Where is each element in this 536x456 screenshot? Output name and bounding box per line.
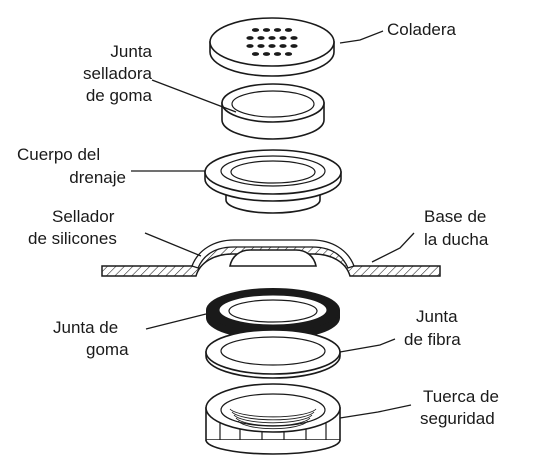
- svg-text:goma: goma: [86, 340, 129, 359]
- lock-nut-part: [205, 383, 341, 455]
- strainer-hole: [290, 36, 298, 40]
- svg-text:de goma: de goma: [86, 86, 153, 105]
- strainer-hole: [284, 28, 293, 32]
- leader-coladera: [339, 30, 384, 44]
- svg-text:Sellador: Sellador: [52, 207, 115, 226]
- strainer-hole: [279, 36, 287, 40]
- nut-threads: [229, 408, 317, 430]
- strainer-hole: [268, 44, 276, 48]
- label-junta-fibra: Junta de fibra: [404, 307, 461, 349]
- rubber-gasket-part: [206, 288, 340, 340]
- strainer-hole: [273, 52, 282, 56]
- strainer-hole: [246, 36, 254, 40]
- strainer-part: [209, 17, 335, 77]
- svg-text:Junta: Junta: [110, 42, 152, 61]
- svg-text:Cuerpo del: Cuerpo del: [17, 145, 100, 164]
- label-cuerpo-drenaje: Cuerpo del drenaje: [17, 145, 126, 187]
- nut-thread-line: [229, 408, 317, 418]
- strainer-hole: [284, 52, 293, 56]
- svg-text:la ducha: la ducha: [424, 230, 489, 249]
- leader-base-ducha: [371, 232, 415, 263]
- nut-thread-line: [237, 420, 309, 430]
- nut-thread-line: [231, 411, 315, 421]
- strainer-hole: [290, 44, 298, 48]
- strainer-hole: [262, 52, 271, 56]
- shower-base-part: [101, 239, 441, 277]
- fiber-gasket-part: [205, 329, 341, 379]
- leader-junta-goma: [145, 313, 207, 330]
- strainer-hole: [279, 44, 287, 48]
- svg-text:de silicones: de silicones: [28, 229, 117, 248]
- label-junta-selladora: Junta selladora de goma: [83, 42, 153, 105]
- drain-body-part: [204, 149, 342, 214]
- svg-text:Junta: Junta: [416, 307, 458, 326]
- nut-thread-line: [235, 417, 311, 427]
- label-junta-goma: Junta de goma: [53, 318, 129, 359]
- rubber-sealing-gasket-part: [221, 83, 325, 140]
- svg-text:Junta de: Junta de: [53, 318, 118, 337]
- strainer-hole: [268, 36, 276, 40]
- strainer-hole: [262, 28, 271, 32]
- label-tuerca: Tuerca de seguridad: [420, 387, 499, 428]
- svg-text:seguridad: seguridad: [420, 409, 495, 428]
- label-sellador: Sellador de silicones: [28, 207, 117, 248]
- strainer-hole: [251, 52, 260, 56]
- label-coladera: Coladera: [387, 20, 457, 39]
- strainer-hole: [257, 44, 265, 48]
- strainer-hole: [273, 28, 282, 32]
- label-base-ducha: Base de la ducha: [424, 207, 489, 249]
- svg-text:Base de: Base de: [424, 207, 486, 226]
- strainer-hole: [257, 36, 265, 40]
- strainer-holes: [246, 28, 298, 56]
- leader-junta-selladora: [151, 79, 237, 113]
- leader-tuerca: [339, 404, 412, 419]
- svg-text:de fibra: de fibra: [404, 330, 461, 349]
- leader-junta-fibra: [339, 338, 396, 353]
- strainer-hole: [251, 28, 260, 32]
- strainer-hole: [246, 44, 254, 48]
- svg-text:selladora: selladora: [83, 64, 153, 83]
- svg-text:drenaje: drenaje: [69, 168, 126, 187]
- nut-thread-line: [233, 414, 313, 424]
- leader-sellador: [144, 232, 202, 257]
- svg-text:Tuerca de: Tuerca de: [423, 387, 499, 406]
